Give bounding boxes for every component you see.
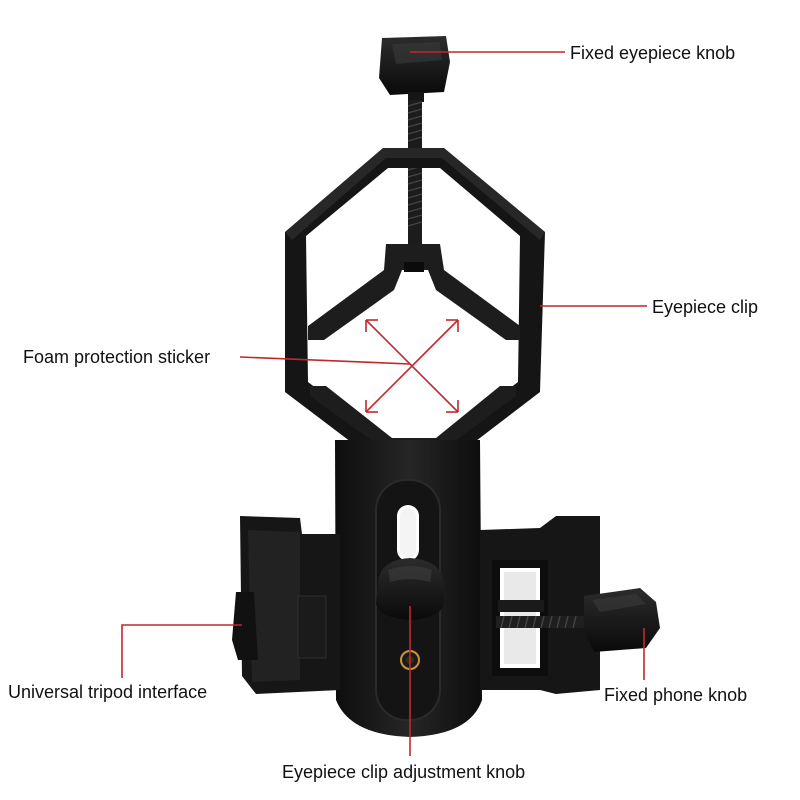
leader-foam-sticker: [239, 356, 411, 365]
clip-adjustment-knob-shape: [376, 558, 444, 670]
label-eyepiece-clip-adjustment-knob: Eyepiece clip adjustment knob: [282, 762, 526, 782]
label-foam-protection-sticker: Foam protection sticker: [23, 347, 211, 367]
fixed-eyepiece-knob-shape: [379, 36, 450, 102]
label-fixed-eyepiece-knob: Fixed eyepiece knob: [570, 43, 736, 63]
label-fixed-phone-knob: Fixed phone knob: [604, 685, 748, 705]
threaded-screw-shape: [407, 100, 423, 250]
eyepiece-clip-frame-shape: [285, 148, 545, 470]
label-eyepiece-clip: Eyepiece clip: [652, 297, 759, 317]
phone-clamp-shape: [232, 516, 660, 694]
leader-lines: [121, 51, 647, 756]
arrow-foam-b: [365, 319, 459, 413]
label-universal-tripod-interface: Universal tripod interface: [8, 682, 208, 702]
leader-tripod-interface: [121, 624, 242, 678]
